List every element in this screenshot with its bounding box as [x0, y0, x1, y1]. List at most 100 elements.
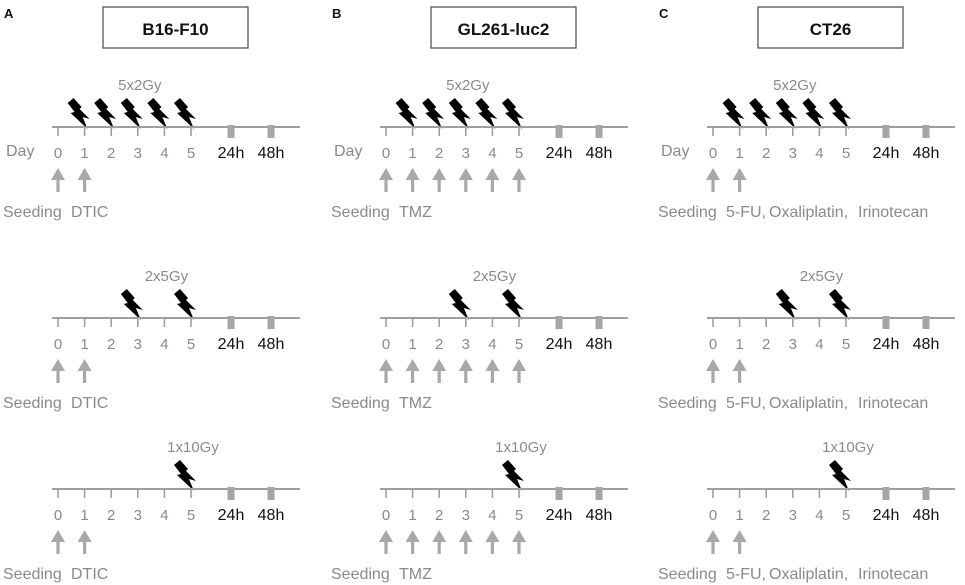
day-number: 3	[789, 507, 797, 524]
timepoint-marker	[227, 125, 235, 138]
up-arrow-icon	[405, 359, 420, 383]
lightning-bolt-icon	[448, 98, 471, 129]
timepoint-label: 48h	[913, 507, 940, 524]
day-number: 0	[382, 507, 390, 524]
day-number: 5	[515, 507, 523, 524]
up-arrow-icon	[485, 359, 500, 383]
up-arrow-icon	[485, 530, 500, 554]
timepoint-label: 24h	[218, 507, 245, 524]
day-number: 0	[709, 145, 717, 162]
day-number: 3	[462, 145, 470, 162]
day-number: 2	[107, 336, 115, 353]
panel-letter: A	[4, 6, 14, 21]
day-number: 0	[54, 336, 62, 353]
up-arrow-icon	[458, 168, 473, 192]
up-arrow-icon	[51, 168, 65, 192]
timepoint-marker	[267, 487, 275, 500]
timepoint-label: 24h	[873, 145, 900, 162]
drug-label-3: Irinotecan	[858, 395, 928, 412]
lightning-bolt-icon	[395, 98, 418, 129]
lightning-bolt-icon	[749, 98, 772, 129]
timepoint-marker	[595, 125, 603, 138]
timepoint-marker	[595, 487, 603, 500]
up-arrow-icon	[432, 530, 447, 554]
dose-label: 5x2Gy	[118, 77, 162, 94]
seeding-label: Seeding	[658, 566, 717, 583]
timepoint-marker	[555, 125, 563, 138]
up-arrow-icon	[732, 530, 747, 554]
day-number: 1	[408, 336, 416, 353]
up-arrow-icon	[379, 530, 393, 554]
drug-label: 5-FU,	[726, 204, 766, 221]
day-number: 3	[134, 507, 142, 524]
timepoint-label: 48h	[258, 507, 285, 524]
dose-label: 5x2Gy	[446, 77, 490, 94]
dose-label: 1x10Gy	[495, 439, 547, 456]
day-number: 5	[187, 507, 195, 524]
timepoint-label: 24h	[218, 336, 245, 353]
up-arrow-icon	[405, 530, 420, 554]
lightning-bolt-icon	[829, 460, 851, 491]
drug-label: TMZ	[399, 566, 432, 583]
day-number: 1	[735, 145, 743, 162]
day-number: 3	[462, 507, 470, 524]
lightning-bolt-icon	[174, 98, 196, 129]
seeding-label: Seeding	[3, 204, 62, 221]
day-number: 4	[160, 336, 168, 353]
timepoint-marker	[922, 487, 930, 500]
timepoint-label: 48h	[258, 336, 285, 353]
lightning-bolt-icon	[174, 460, 196, 491]
day-number: 0	[382, 145, 390, 162]
lightning-bolt-icon	[448, 289, 471, 320]
up-arrow-icon	[458, 359, 473, 383]
lightning-bolt-icon	[174, 289, 196, 320]
timepoint-label: 24h	[546, 336, 573, 353]
panel-letter: C	[659, 6, 669, 21]
drug-label-3: Irinotecan	[858, 204, 928, 221]
timepoint-marker	[555, 316, 563, 329]
up-arrow-icon	[77, 168, 92, 192]
timepoint-marker	[922, 125, 930, 138]
timepoint-marker	[227, 316, 235, 329]
day-number: 5	[842, 507, 850, 524]
day-number: 2	[762, 507, 770, 524]
lightning-bolt-icon	[502, 289, 524, 320]
day-number: 1	[408, 507, 416, 524]
day-number: 2	[435, 145, 443, 162]
day-number: 2	[107, 145, 115, 162]
panel-letter: B	[332, 6, 341, 21]
up-arrow-icon	[706, 359, 720, 383]
drug-label: DTIC	[71, 204, 108, 221]
day-number: 3	[789, 336, 797, 353]
day-number: 2	[762, 336, 770, 353]
day-number: 4	[815, 336, 823, 353]
day-number: 4	[488, 507, 496, 524]
timepoint-marker	[882, 487, 890, 500]
day-number: 0	[382, 336, 390, 353]
up-arrow-icon	[512, 530, 526, 554]
day-number: 4	[488, 336, 496, 353]
lightning-bolt-icon	[94, 98, 117, 129]
timepoint-label: 24h	[546, 507, 573, 524]
day-number: 1	[408, 145, 416, 162]
up-arrow-icon	[51, 359, 65, 383]
timepoint-marker	[227, 487, 235, 500]
timepoint-label: 48h	[586, 145, 613, 162]
day-number: 1	[80, 507, 88, 524]
timepoint-marker	[595, 316, 603, 329]
dose-label: 2x5Gy	[800, 268, 844, 285]
day-number: 4	[160, 507, 168, 524]
day-number: 0	[709, 336, 717, 353]
drug-label: 5-FU,	[726, 566, 766, 583]
day-axis-label: Day	[661, 143, 689, 160]
lightning-bolt-icon	[475, 98, 498, 129]
timepoint-label: 24h	[873, 507, 900, 524]
day-number: 0	[54, 145, 62, 162]
lightning-bolt-icon	[120, 98, 143, 129]
day-axis-label: Day	[334, 143, 362, 160]
